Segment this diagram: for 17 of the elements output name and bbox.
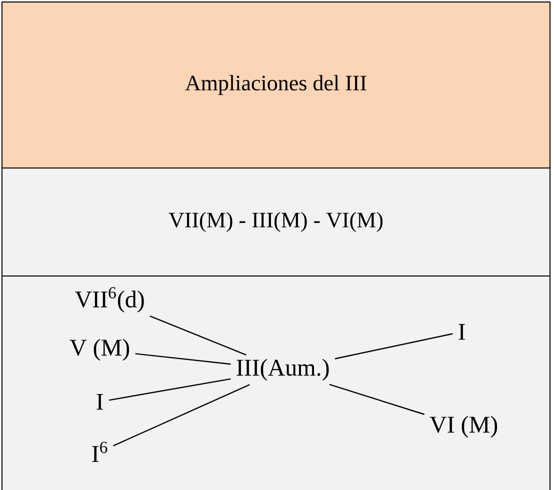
chord-label: VII$^{6}$(d) (74, 287, 144, 312)
table-row: VII(M) - III(M) - VI(M) (2, 168, 550, 276)
header-band: Ampliaciones del III (2, 2, 550, 168)
connector-line (334, 333, 453, 360)
chord-label: I (458, 324, 465, 340)
table-cell (2, 276, 550, 490)
chord-label: I$^{6}$ (92, 442, 108, 462)
connector-line (135, 353, 231, 365)
chord-label: V (M) (70, 338, 130, 361)
connector-line (150, 315, 246, 356)
chord-label: I (96, 394, 103, 410)
chord-label: III(Aum.) (236, 358, 329, 381)
connector-line (113, 384, 250, 446)
connector-line (329, 384, 425, 415)
node-label: VII(M) - III(M) - VI(M) (168, 212, 383, 232)
chord-label: VI (M) (430, 416, 498, 438)
connector-line (108, 378, 231, 401)
